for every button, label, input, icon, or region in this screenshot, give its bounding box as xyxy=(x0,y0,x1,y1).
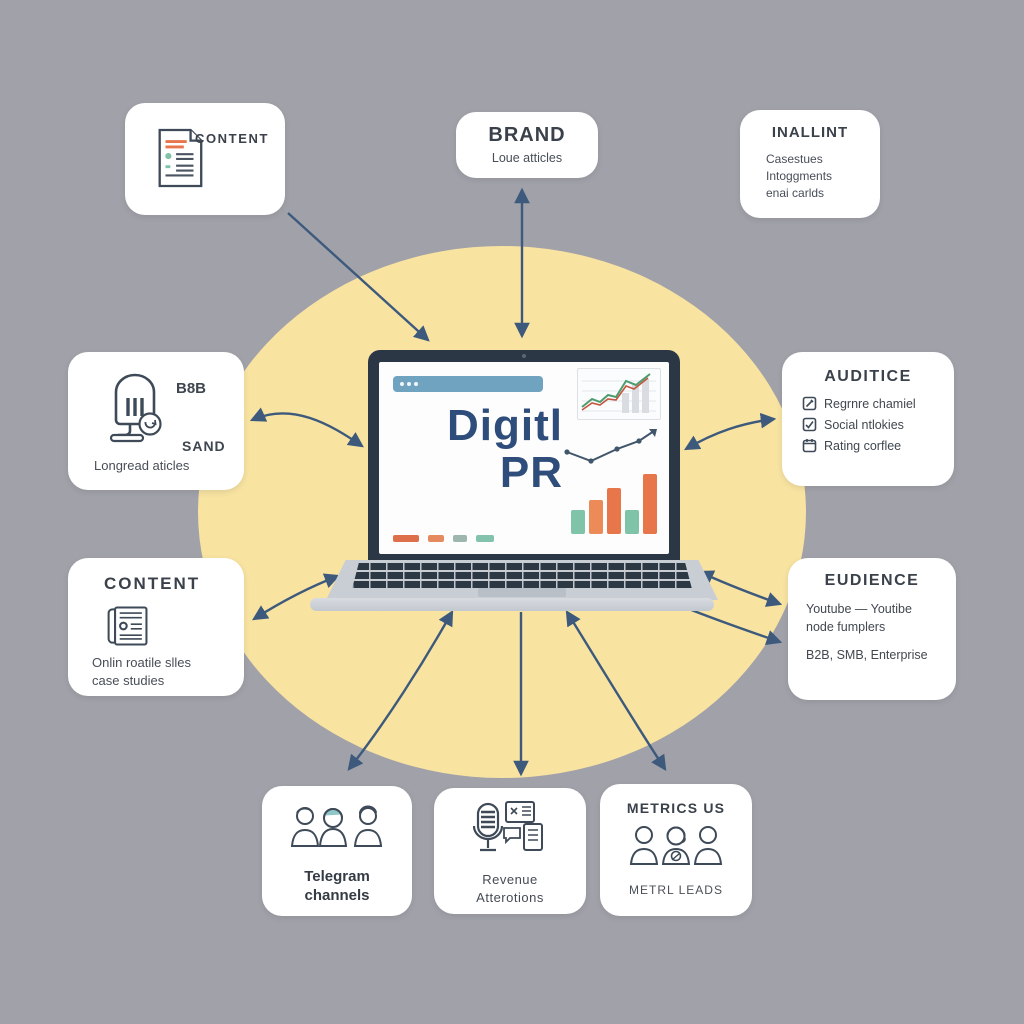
card-telegram-channels: Telegram channels xyxy=(262,786,412,916)
laptop-base xyxy=(326,560,718,600)
document-icon xyxy=(158,128,203,188)
card-line: Intoggments xyxy=(766,169,833,183)
screen-dashes xyxy=(393,535,494,542)
card-title: EUDIENCE xyxy=(824,572,920,589)
laptop-base-edge xyxy=(310,598,714,611)
card-inallint: INALLINT Casestues Intoggments enai carl… xyxy=(740,110,880,218)
checklist-label: Regrnre chamiel xyxy=(824,396,916,411)
card-content-left: CONTENT Onlin roatile slles case studies xyxy=(68,558,244,696)
card-metrics: METRICS US METRL LEADS xyxy=(600,784,752,916)
people-group-icon xyxy=(290,805,383,847)
card-title-line: channels xyxy=(304,887,370,904)
card-revenue: Revenue Atterotions xyxy=(434,788,586,914)
card-title: AUDITICE xyxy=(824,368,912,385)
card-content-top: CONTENT xyxy=(125,103,285,215)
card-b8b-sand: B8B SAND Longread aticles xyxy=(68,352,244,490)
card-title-line: Telegram xyxy=(304,868,370,885)
card-title: METRICS US xyxy=(626,800,726,816)
checkbox-checked-icon xyxy=(802,417,817,432)
checklist-label: Social ntlokies xyxy=(824,417,904,432)
card-line: Onlin roatile slles xyxy=(92,655,191,670)
newspaper-icon xyxy=(107,606,148,646)
laptop-display: Digitl PR xyxy=(379,362,669,554)
arrow-auditice-laptop xyxy=(683,412,777,451)
checklist-item: Regrnre chamiel xyxy=(802,396,954,411)
card-line: case studies xyxy=(92,673,165,688)
screen-title-line2: PR xyxy=(499,448,563,497)
note-icon xyxy=(802,439,817,453)
screen-line-chart xyxy=(564,429,657,464)
card-auditice: AUDITICE Regrnre chamiel Social ntlokies… xyxy=(782,352,954,486)
card-brand: BRAND Loue atticles xyxy=(456,112,598,178)
arrow-b8b-laptop xyxy=(249,407,364,448)
screen-bar-chart xyxy=(571,474,657,534)
laptop-keyboard xyxy=(352,563,692,589)
card-label-top: B8B xyxy=(176,380,207,397)
card-line: Casestues xyxy=(766,152,823,166)
checklist-item: Rating corflee xyxy=(802,438,954,453)
card-subtitle: Loue atticles xyxy=(491,151,563,165)
arrow-content-top-to-laptop xyxy=(287,212,430,342)
card-eudience: EUDIENCE Youtube — Youtibe node fumplers… xyxy=(788,558,956,700)
card-label-bottom: SAND xyxy=(182,438,226,454)
arrow-telegram-laptop xyxy=(347,609,454,771)
microphone-documents-icon xyxy=(472,801,543,852)
card-caption: Longread aticles xyxy=(94,458,190,473)
card-line: B2B, SMB, Enterprise xyxy=(806,648,928,662)
card-line: enai carlds xyxy=(766,186,825,200)
mini-analytics-chart xyxy=(577,368,661,420)
browser-bar xyxy=(393,376,543,392)
webcam-dot-icon xyxy=(522,354,526,358)
people-group-headset-icon xyxy=(629,826,723,865)
checklist-item: Social ntlokies xyxy=(802,417,954,432)
screen-title: Digitl PR xyxy=(393,402,563,496)
checklist-label: Rating corflee xyxy=(824,438,902,453)
edit-square-icon xyxy=(802,396,817,411)
card-title: INALLINT xyxy=(771,124,849,141)
screen-title-line1: Digitl xyxy=(447,401,563,450)
microphone-icon xyxy=(109,373,162,443)
arrow-metrics-laptop xyxy=(565,610,667,771)
arrow-content-left-laptop xyxy=(252,573,341,621)
card-line: Youtube — Youtibe xyxy=(806,602,912,616)
card-title: CONTENT xyxy=(104,574,201,593)
card-caption: METRL LEADS xyxy=(629,883,723,897)
card-title-line: Revenue xyxy=(482,872,538,887)
laptop-screen: Digitl PR xyxy=(368,350,680,564)
arrow-eudience-laptop-2 xyxy=(683,605,783,646)
laptop-touchpad xyxy=(478,588,566,597)
card-title: BRAND xyxy=(488,124,566,146)
card-title: CONTENT xyxy=(194,131,269,146)
card-title-line: Atterotions xyxy=(476,890,544,905)
arrow-eudience-laptop-1 xyxy=(697,570,783,607)
card-line: node fumplers xyxy=(806,620,886,634)
